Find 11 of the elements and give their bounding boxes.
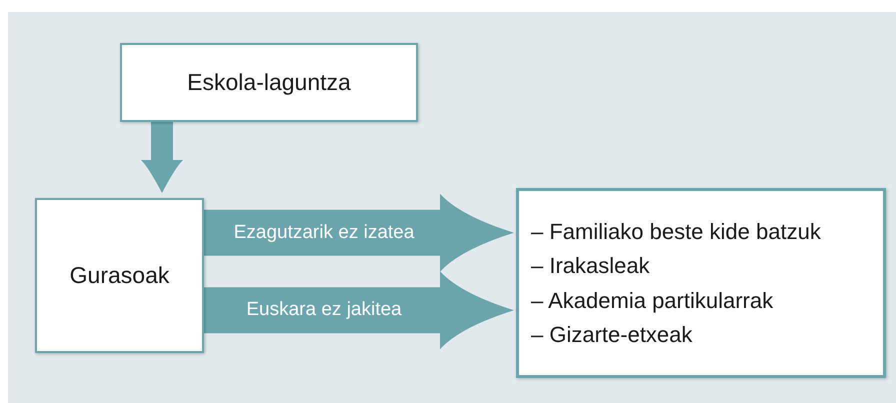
text-box xyxy=(35,198,204,353)
text-box xyxy=(120,43,418,122)
box-label: Gurasoak xyxy=(70,261,170,290)
box-label: Eskola-laguntza xyxy=(187,68,351,98)
list-item: – Familiako beste kide batzuk xyxy=(531,218,822,245)
list-item: – Akademia partikularrak xyxy=(531,286,774,314)
edge-label: Ezagutzarik ez izatea xyxy=(234,220,414,244)
edge-label: Euskara ez jakitea xyxy=(246,298,402,322)
list-item: – Irakasleak xyxy=(531,252,651,280)
text-box xyxy=(516,188,886,378)
list-item: – Gizarte-etxeak xyxy=(531,321,694,348)
